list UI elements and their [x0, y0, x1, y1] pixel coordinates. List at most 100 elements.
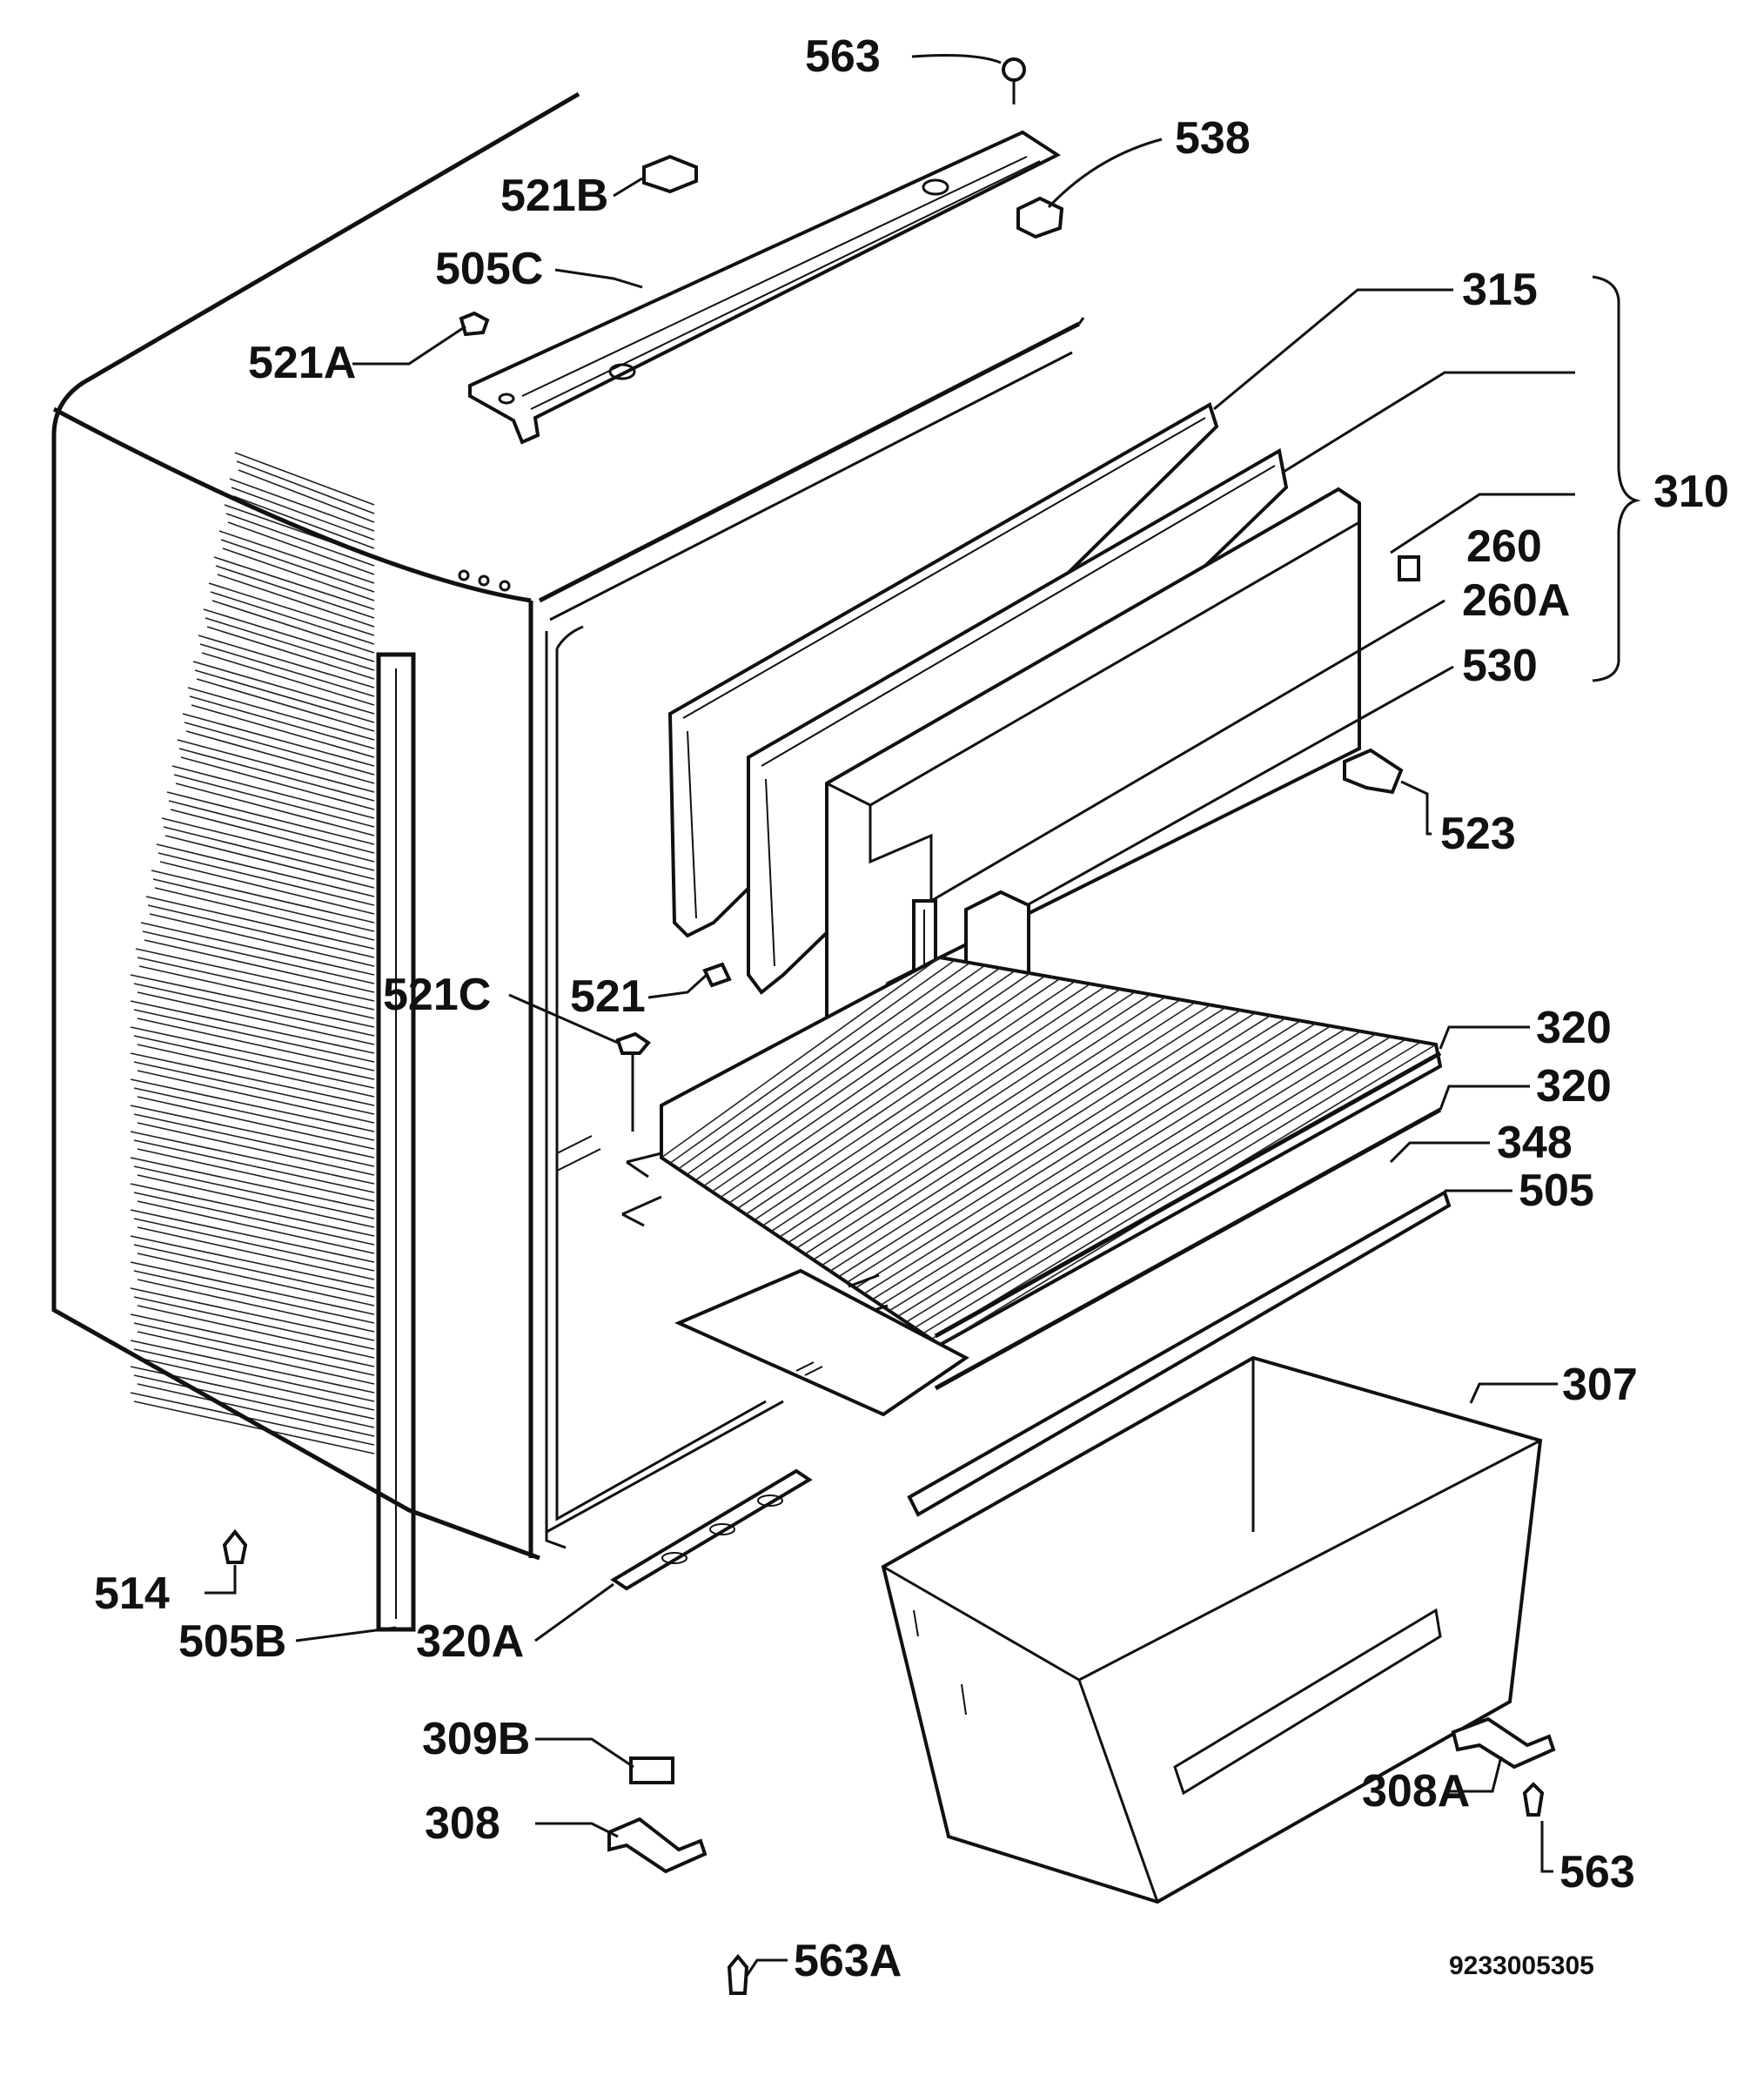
shelf-slat: [661, 957, 941, 1159]
hatch-line: [130, 1105, 375, 1159]
shelf-slat: [795, 998, 1181, 1249]
hatch-line: [154, 887, 375, 941]
hatch-line: [130, 1261, 375, 1315]
hatch-line: [159, 861, 375, 915]
hatch-line: [149, 913, 375, 967]
hatch-line: [130, 1026, 375, 1080]
hatch-line: [137, 957, 375, 1011]
hatch-line: [161, 817, 375, 871]
hatch-line: [130, 1183, 375, 1237]
shelf-slat: [804, 1001, 1197, 1255]
shelf-slat: [897, 1031, 1362, 1318]
hatch-line: [137, 1200, 375, 1254]
hatch-line: [208, 582, 375, 636]
label-521: 521: [570, 971, 646, 1022]
label-505: 505: [1519, 1165, 1594, 1216]
hatch-line: [232, 495, 375, 549]
hatch-line: [231, 487, 375, 541]
hatch-line: [137, 1383, 375, 1437]
hatch-line: [133, 983, 375, 1037]
hatch-line: [152, 878, 375, 932]
hatch-line: [196, 678, 375, 732]
hatch-line: [177, 739, 375, 793]
hatch-line: [133, 1244, 375, 1298]
hatch-line: [170, 809, 375, 863]
hatch-line: [199, 643, 375, 697]
hatch-line: [140, 922, 375, 976]
shelves: [621, 955, 1443, 1391]
hatch-line: [163, 826, 375, 880]
hatch-line: [217, 574, 375, 628]
hatch-line: [137, 991, 375, 1045]
label-523: 523: [1440, 809, 1516, 859]
document-number: 9233005305: [1449, 1951, 1594, 1980]
hatch-line: [130, 1052, 375, 1106]
shelf-slat: [846, 1015, 1271, 1283]
hatch-line: [142, 930, 375, 984]
hatch-line: [137, 1226, 375, 1280]
hatch-line: [206, 626, 375, 680]
top-rail: [468, 130, 1062, 445]
label-521a: 521A: [248, 338, 356, 388]
hatch-line: [133, 1348, 375, 1402]
label-310: 310: [1653, 467, 1729, 517]
hatch-line: [137, 1279, 375, 1333]
hatch-line: [168, 800, 375, 854]
shelf-slat: [821, 1006, 1226, 1266]
hatch-line: [194, 669, 375, 723]
shelf-slat: [855, 1018, 1286, 1289]
hatch-line: [130, 1287, 375, 1341]
hatch-line: [145, 896, 375, 950]
hatch-line: [203, 608, 375, 662]
hatch-line: [175, 783, 375, 836]
hatch-line: [130, 1157, 375, 1211]
hatch-line: [238, 469, 375, 523]
part-labels: 563 538 521B 505C 521A 315 310 260 260A …: [94, 31, 1729, 1986]
hatch-line: [130, 1340, 375, 1394]
label-538: 538: [1175, 113, 1251, 164]
hatch-line: [158, 852, 375, 906]
shelf-slat: [728, 977, 1061, 1204]
cabinet-side-hatching: [130, 452, 375, 1454]
hatch-line: [220, 539, 375, 593]
hatch-line: [133, 1374, 375, 1428]
label-563-top: 563: [805, 31, 881, 82]
hatch-line: [137, 1174, 375, 1228]
hatch-line: [133, 1270, 375, 1324]
label-348: 348: [1497, 1118, 1573, 1168]
hatch-line: [137, 1044, 375, 1098]
hatch-line: [137, 1018, 375, 1071]
label-505b: 505B: [178, 1616, 286, 1667]
hatch-line: [205, 617, 375, 671]
label-315: 315: [1462, 265, 1538, 315]
hatch-line: [225, 513, 375, 567]
hatch-line: [213, 556, 375, 610]
hatch-line: [130, 1235, 375, 1289]
shelf-slat: [914, 1036, 1392, 1329]
hatch-line: [236, 460, 375, 514]
hatch-line: [137, 1096, 375, 1150]
hatch-line: [137, 1122, 375, 1176]
label-320a: 320A: [416, 1616, 524, 1667]
hatch-line: [210, 591, 375, 645]
hatch-line: [130, 1000, 375, 1054]
shelf-slat: [711, 972, 1031, 1192]
hatch-line: [137, 1357, 375, 1411]
hatch-line: [137, 1253, 375, 1306]
hatch-line: [133, 1087, 375, 1141]
label-530: 530: [1462, 641, 1538, 691]
shelf-slat: [745, 983, 1091, 1215]
shelf-slat: [779, 993, 1151, 1238]
shelf-slat: [905, 1033, 1377, 1323]
hatch-line: [218, 530, 375, 584]
label-307: 307: [1562, 1360, 1638, 1410]
hatch-line: [133, 1218, 375, 1272]
shelf-slat: [686, 964, 986, 1176]
hatch-line: [191, 704, 375, 758]
hatch-line: [227, 521, 375, 575]
hatch-line: [164, 835, 375, 889]
hatch-line: [178, 748, 375, 802]
door-assembly: [667, 402, 1361, 1034]
hatch-line: [156, 843, 375, 897]
